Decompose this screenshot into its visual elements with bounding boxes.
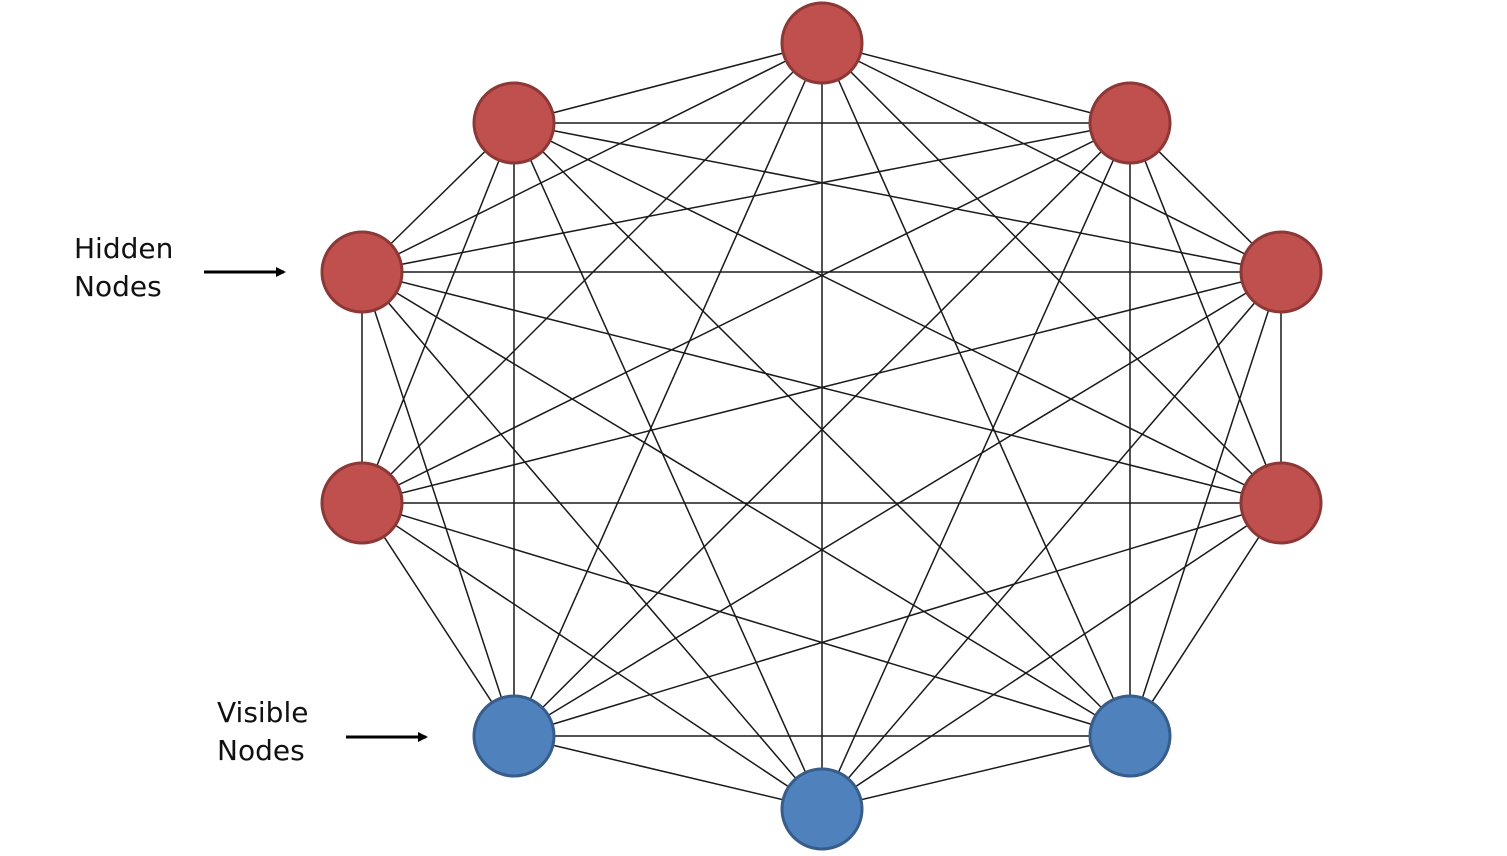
visible-node-n6 [472,694,556,778]
edge-n6-n7 [361,502,515,737]
edge-n4-n9 [513,122,1131,737]
visible-nodes-annotation: Visible Nodes [217,696,428,767]
edge-n0-n2 [821,42,1282,273]
hidden-node-n9 [472,81,556,165]
edge-n4-n8 [361,271,1131,737]
edges-layer [361,42,1282,810]
edge-n2-n5 [821,271,1282,810]
edge-n5-n9 [513,122,823,810]
edge-n5-n8 [361,271,823,810]
edge-n6-n8 [361,271,515,737]
visible-label-line1: Visible [217,696,308,729]
edge-n1-n8 [361,122,1131,273]
hidden-node-n1 [1088,81,1172,165]
visible-node-n5 [780,767,864,851]
edge-n0-n4 [821,42,1131,737]
edge-n0-n7 [361,42,823,504]
edge-n3-n9 [513,122,1282,504]
hidden-node-n8 [320,230,404,314]
edge-n0-n9 [513,42,823,124]
edge-n2-n9 [513,122,1282,273]
edge-n5-n6 [513,735,823,810]
edge-n4-n5 [821,735,1131,810]
edge-n2-n4 [1129,271,1282,737]
edge-n3-n5 [821,502,1282,810]
visible-label-line2: Nodes [217,734,305,767]
edge-n0-n8 [361,42,823,273]
edge-n0-n6 [513,42,823,737]
nodes-layer [320,1,1323,851]
edge-n7-n9 [361,122,515,504]
edge-n3-n4 [1129,502,1282,737]
hidden-node-n2 [1239,230,1323,314]
edge-n1-n7 [361,122,1131,504]
hidden-label-line2: Nodes [74,270,162,303]
edge-n1-n3 [1129,122,1282,504]
hidden-label-line1: Hidden [74,232,173,265]
edge-n0-n1 [821,42,1131,124]
edge-n4-n7 [361,502,1131,737]
edge-n1-n5 [821,122,1131,810]
hidden-node-n0 [780,1,864,85]
hidden-node-n3 [1239,461,1323,545]
edge-n3-n8 [361,271,1282,504]
edge-n0-n3 [821,42,1282,504]
edge-n3-n6 [513,502,1282,737]
hidden-node-n7 [320,461,404,545]
edge-n5-n7 [361,502,823,810]
hidden-nodes-annotation: Hidden Nodes [74,232,286,303]
visible-node-n4 [1088,694,1172,778]
